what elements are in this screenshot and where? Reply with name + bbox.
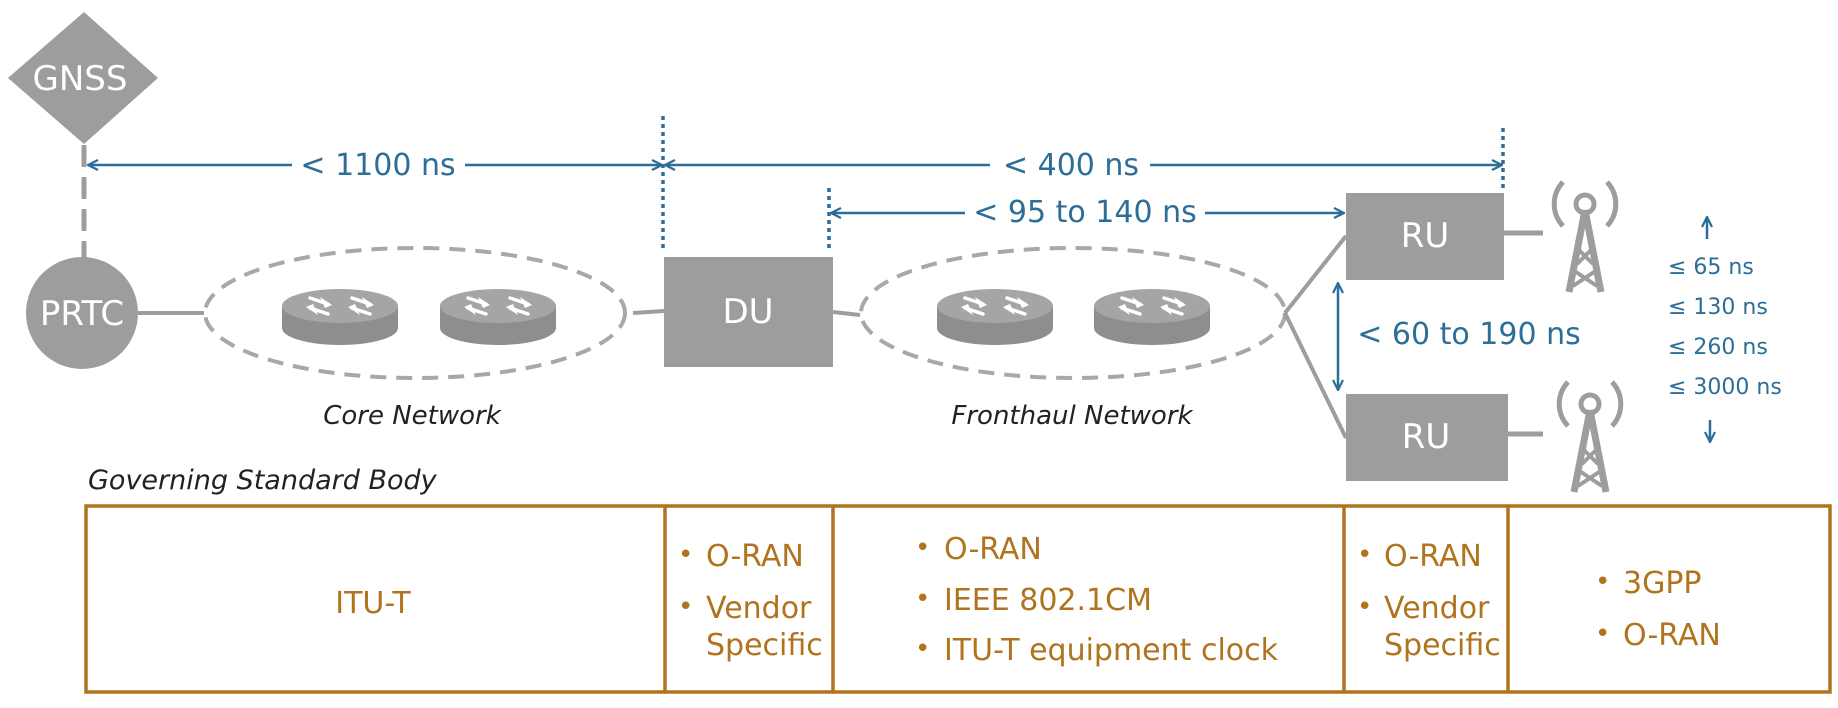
du-label: DU [722,292,773,332]
du-node [664,257,833,367]
core-network-label: Core Network [323,401,502,431]
svg-text:•: • [1595,619,1610,649]
du-standard-1: O-RAN [706,539,804,574]
antenna-bottom-icon [1559,382,1621,492]
radio-standard-2: O-RAN [1623,618,1721,653]
radio-level-3: ≤ 260 ns [1668,335,1768,360]
ru-top-label: RU [1401,216,1450,256]
radio-level-4: ≤ 3000 ns [1668,375,1782,400]
core-network-cloud [203,246,627,380]
svg-text:•: • [678,540,693,570]
radio-level-2: ≤ 130 ns [1668,295,1768,320]
ru-standard-2a: Vendor [1384,591,1490,626]
svg-text:•: • [678,592,693,622]
fronthaul-router-1 [935,287,1055,347]
core-budget-latency: < 1100 ns [300,148,455,183]
core-router-1 [280,287,400,347]
fronthaul-router-2 [1092,287,1212,347]
prtc-label: PRTC [40,294,124,334]
radio-level-1: ≤ 65 ns [1668,255,1754,280]
du-standard-2b: Specific [706,628,823,663]
radio-standard-1: 3GPP [1623,566,1702,601]
ru-bottom-node [1346,394,1508,481]
fronthaul-standard-1: O-RAN [944,532,1042,567]
fronthaul-latency: < 95 to 140 ns [973,195,1196,230]
standards-table [84,504,1832,694]
fronthaul-network-label: Fronthaul Network [951,401,1193,431]
ru-standard-1: O-RAN [1384,539,1482,574]
svg-text:•: • [915,533,930,563]
svg-text:•: • [1595,567,1610,597]
antenna-top-icon [1554,182,1616,292]
fronthaul-network-cloud [859,246,1287,380]
svg-text:•: • [1357,540,1372,570]
svg-text:•: • [915,584,930,614]
du-standard-2a: Vendor [706,591,812,626]
ru-ru-latency: < 60 to 190 ns [1357,317,1580,352]
prtc-node [26,257,138,369]
du-ru-latency: < 400 ns [1003,148,1139,183]
svg-text:•: • [1357,592,1372,622]
gnss-node [8,12,158,144]
ru-top-node [1346,193,1504,280]
fronthaul-standard-2: IEEE 802.1CM [944,583,1152,618]
fronthaul-standard-3: ITU-T equipment clock [944,633,1279,668]
core-router-2 [438,287,558,347]
gnss-label: GNSS [33,59,128,99]
ru-standard-2b: Specific [1384,628,1501,663]
svg-text:•: • [915,634,930,664]
core-standard: ITU-T [335,586,411,621]
ru-bottom-label: RU [1402,417,1451,457]
governance-title: Governing Standard Body [88,465,438,496]
